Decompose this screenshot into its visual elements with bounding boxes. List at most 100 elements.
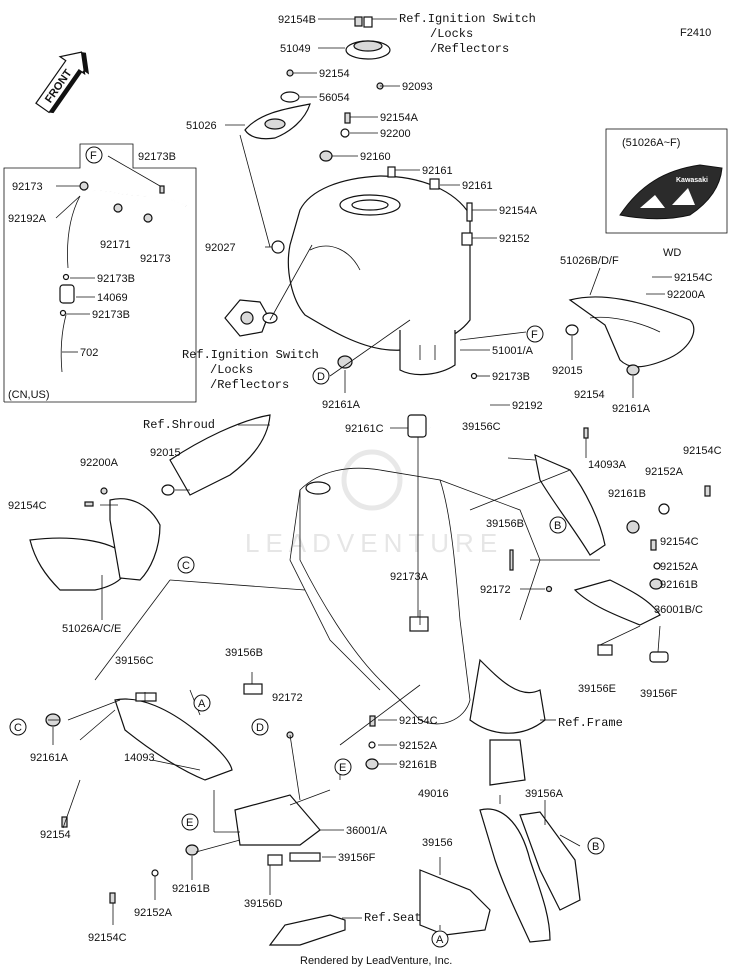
ref-ignition-mid: Ref.Ignition Switch xyxy=(182,348,319,362)
part-label: 92192A xyxy=(8,213,47,225)
part-label: 92173B xyxy=(97,273,135,285)
svg-text:C: C xyxy=(182,560,190,572)
part-label: 92154A xyxy=(499,205,538,217)
part-label: 36001B/C xyxy=(654,604,703,616)
part-label: 51001/A xyxy=(492,345,534,357)
part-label: 51026B/D/F xyxy=(560,255,619,267)
shroud-right-14093A xyxy=(534,453,606,556)
part-label: 92015 xyxy=(150,447,181,459)
callout-B-mid: B xyxy=(549,516,567,534)
part-label: 92173 xyxy=(140,253,171,265)
part-label: 92152A xyxy=(645,466,684,478)
ref-frame: Ref.Frame xyxy=(558,716,623,730)
part-label: 92154C xyxy=(399,715,438,727)
callout-A-low: A xyxy=(431,930,449,948)
svg-text:F: F xyxy=(531,329,538,341)
part-label: 92173B xyxy=(92,309,130,321)
leader-lines xyxy=(48,18,672,930)
svg-text:/Locks: /Locks xyxy=(210,363,253,377)
ref-shroud: Ref.Shroud xyxy=(143,418,215,432)
cover-51026 xyxy=(244,91,311,140)
diagram-code: F2410 xyxy=(680,27,711,39)
part-label: 92173 xyxy=(12,181,43,193)
callout-E-mid: E xyxy=(334,758,352,776)
part-label: 92160 xyxy=(360,151,391,163)
part-label: 92152A xyxy=(399,740,438,752)
part-label: 51026A/C/E xyxy=(62,623,121,635)
part-label: 92173A xyxy=(390,571,429,583)
part-label: 39156F xyxy=(338,852,376,864)
part-label: 92154C xyxy=(8,500,47,512)
part-label: 92200A xyxy=(80,457,119,469)
callout-C-low: C xyxy=(9,718,27,736)
reference-labels: Ref.Ignition Switch /Locks /Reflectors R… xyxy=(143,12,623,925)
inset-wd-decal: (51026A~F) Kawasaki WD xyxy=(605,128,728,259)
hardware xyxy=(61,69,711,904)
callout-D-mid: D xyxy=(312,367,330,385)
part-label: 92154C xyxy=(660,536,699,548)
part-label: 92161A xyxy=(612,403,651,415)
part-label: 39156D xyxy=(244,898,283,910)
part-label: 39156E xyxy=(578,683,616,695)
callout-C-mid: C xyxy=(177,556,195,574)
part-label: 92161 xyxy=(422,165,453,177)
part-label: 92161 xyxy=(462,180,493,192)
part-label: 39156C xyxy=(462,421,501,433)
callout-D-low: D xyxy=(251,718,269,736)
svg-text:LEADVENTURE: LEADVENTURE xyxy=(245,528,503,558)
part-label: 92015 xyxy=(552,365,583,377)
part-label: 92161C xyxy=(345,423,384,435)
part-label: 702 xyxy=(80,347,98,359)
part-label: 92161A xyxy=(322,399,361,411)
inset-cn-us: (CN,US) xyxy=(3,143,197,403)
part-label: 92171 xyxy=(100,239,131,251)
part-label: 39156C xyxy=(115,655,154,667)
part-label: 92161B xyxy=(608,488,646,500)
cover-right xyxy=(565,296,695,376)
guard-39156 xyxy=(419,869,491,936)
part-label: 39156 xyxy=(422,837,453,849)
part-label: 39156F xyxy=(640,688,678,700)
part-label: 92173B xyxy=(492,371,530,383)
part-label: 39156B xyxy=(225,647,263,659)
part-label: 92161A xyxy=(30,752,69,764)
svg-text:C: C xyxy=(14,722,22,734)
watermark: LEADVENTURE xyxy=(245,449,503,558)
part-label: 92154C xyxy=(674,272,713,284)
bracket-36001BC xyxy=(573,579,661,626)
part-label: 14093 xyxy=(124,752,155,764)
callout-A-mid: A xyxy=(193,694,211,712)
part-label: 92161B xyxy=(172,883,210,895)
part-label: 49016 xyxy=(418,788,449,800)
part-label: 92172 xyxy=(272,692,303,704)
part-label: 92154 xyxy=(319,68,350,80)
part-label: 92027 xyxy=(205,242,236,254)
part-label: 39156A xyxy=(525,788,564,800)
svg-text:/Reflectors: /Reflectors xyxy=(210,378,289,392)
part-label: 51049 xyxy=(280,43,311,55)
part-label: 14093A xyxy=(588,459,627,471)
ignition-switch-lower xyxy=(224,299,278,337)
part-label: 92154A xyxy=(380,112,419,124)
svg-text:E: E xyxy=(186,817,193,829)
svg-text:D: D xyxy=(256,722,264,734)
svg-text:F: F xyxy=(90,150,97,162)
callout-F-top: F xyxy=(85,146,103,164)
part-label: 92152 xyxy=(499,233,530,245)
svg-text:A: A xyxy=(436,934,444,946)
ref-ignition-top: Ref.Ignition Switch xyxy=(399,12,536,26)
shroud-left-14093 xyxy=(114,698,233,781)
svg-text:/Reflectors: /Reflectors xyxy=(430,42,509,56)
part-labels: 92154B 51049 92093 92154 56054 51026 921… xyxy=(8,14,722,944)
region-label: (CN,US) xyxy=(8,389,50,401)
part-label: 92093 xyxy=(402,81,433,93)
svg-text:B: B xyxy=(592,841,599,853)
pad-39156F xyxy=(649,651,669,663)
part-label: 56054 xyxy=(319,92,350,104)
grommet-92161C xyxy=(407,414,427,438)
bracket-36001A xyxy=(234,794,321,866)
part-label: 92154C xyxy=(88,932,127,944)
wd-badge: WD xyxy=(663,247,681,259)
seat-bracket xyxy=(268,914,346,946)
